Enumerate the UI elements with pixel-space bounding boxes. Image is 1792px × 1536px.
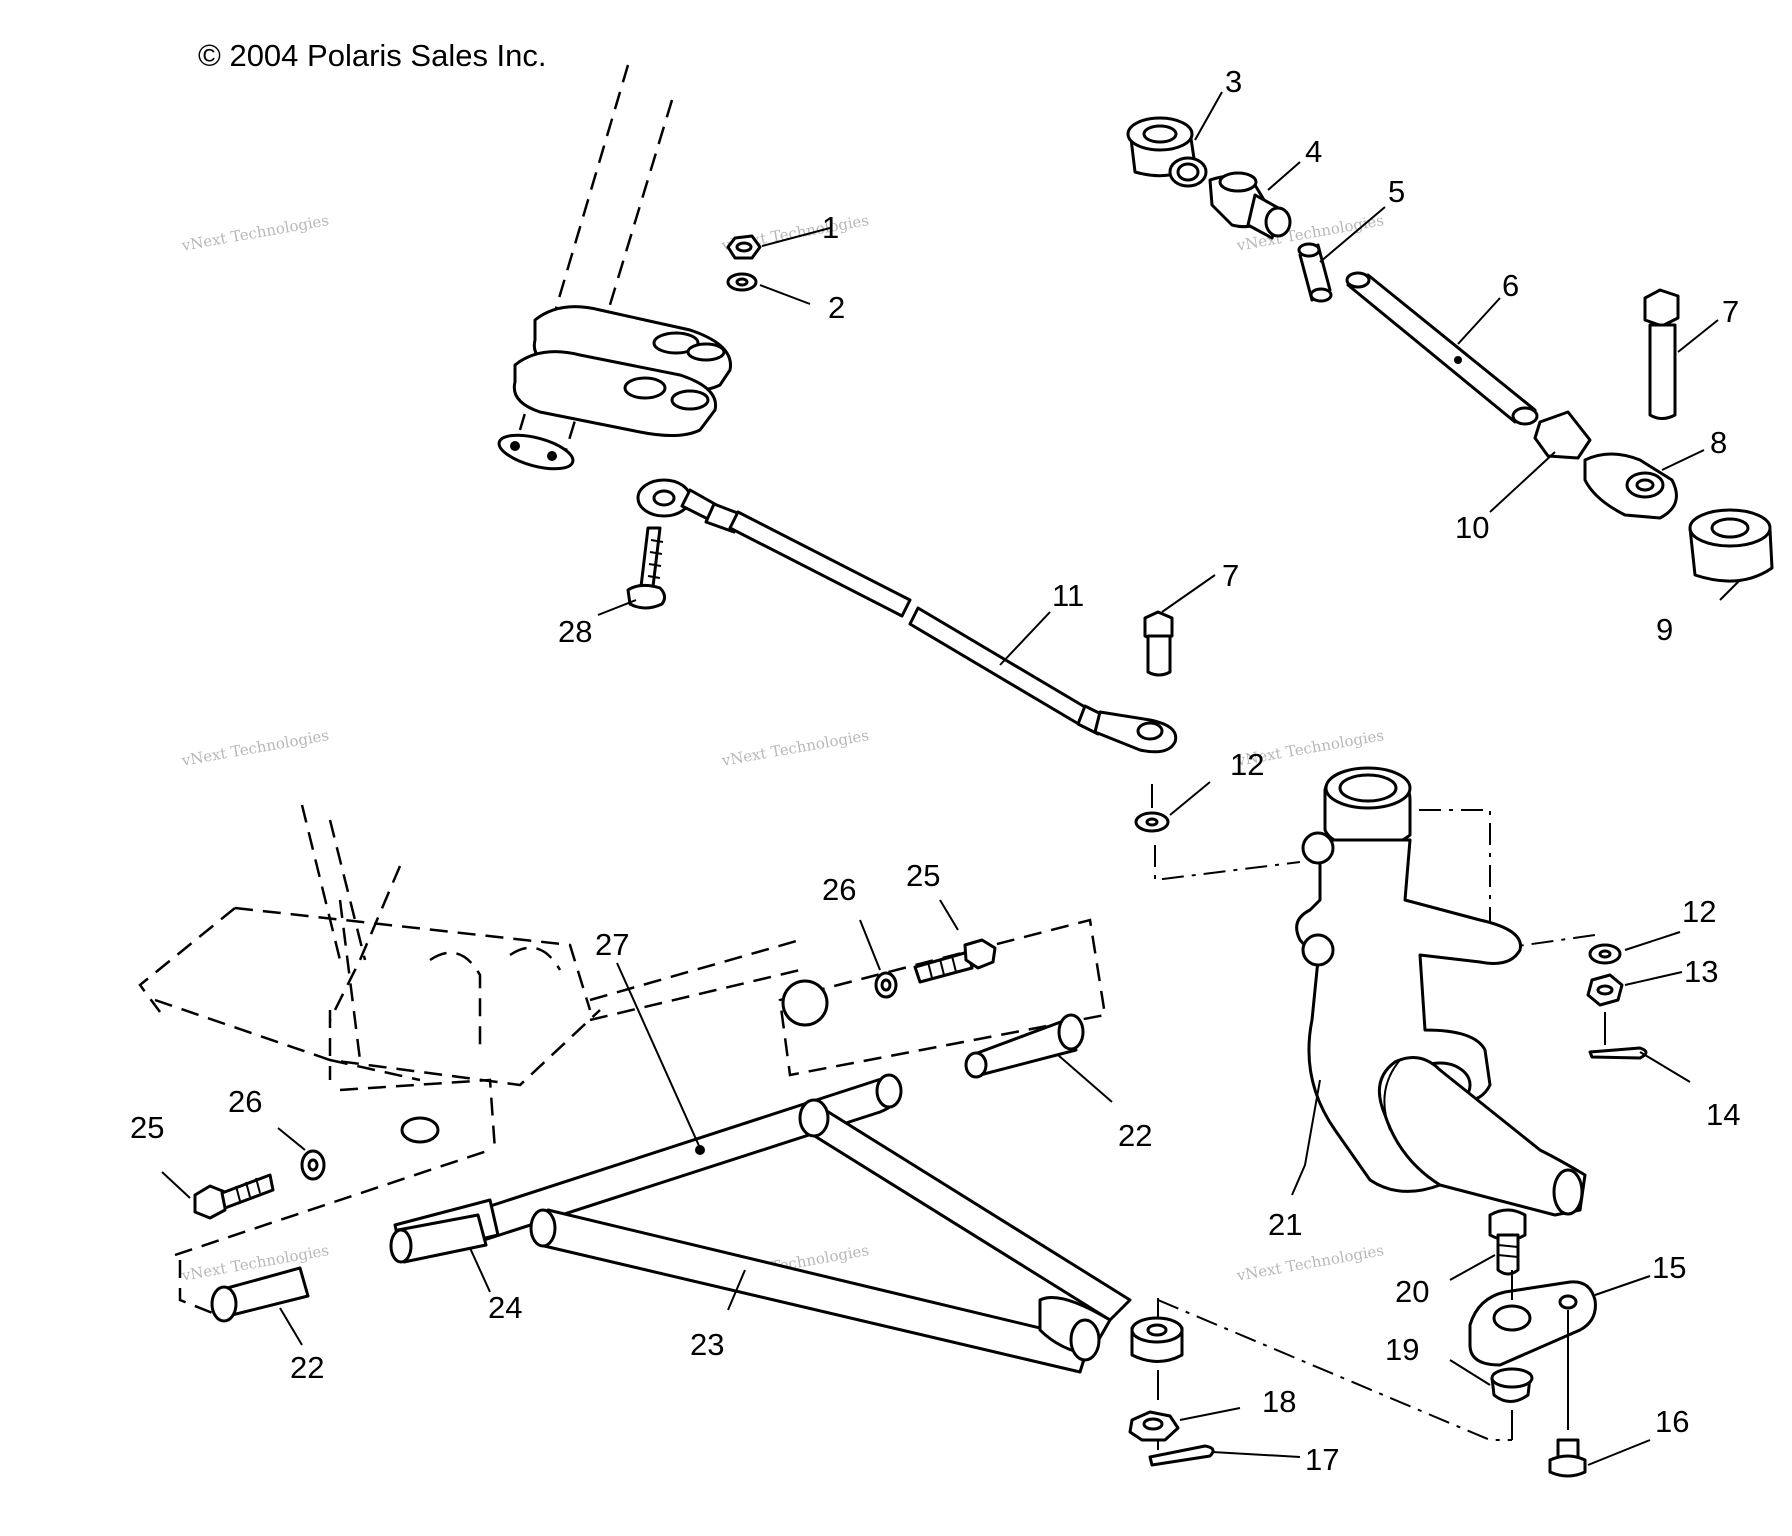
callout-4: 4	[1305, 134, 1322, 169]
callout-7-lower: 7	[1222, 558, 1239, 593]
callout-3: 3	[1225, 64, 1242, 99]
bushing-22-left	[210, 1266, 310, 1323]
bolt-16	[1548, 1438, 1587, 1478]
callout-13: 13	[1684, 954, 1718, 989]
callout-12-upper: 12	[1230, 747, 1264, 782]
bolt-25-left	[193, 1173, 275, 1220]
washer-26-right	[874, 971, 898, 999]
callout-23: 23	[690, 1327, 724, 1362]
callout-2: 2	[828, 290, 845, 325]
callout-15: 15	[1652, 1250, 1686, 1285]
rod-end-8	[1583, 452, 1678, 520]
callout-16: 16	[1655, 1404, 1689, 1439]
cotter-pin-17	[1148, 1440, 1215, 1467]
spacer-5	[1297, 242, 1333, 303]
shaft-6	[1345, 271, 1539, 426]
bushing-24	[389, 1213, 488, 1264]
washer-26-left	[300, 1149, 326, 1181]
cotter-pin-14	[1588, 1012, 1648, 1060]
stud-bushing-lower	[1130, 1298, 1512, 1441]
callout-9: 9	[1656, 612, 1673, 647]
bushing-22-right	[964, 1013, 1085, 1079]
washer-2	[726, 272, 758, 292]
watermark-text: vNext Technologies	[179, 726, 330, 770]
callout-10: 10	[1455, 510, 1489, 545]
callout-27: 27	[595, 927, 629, 962]
callout-28: 28	[558, 614, 592, 649]
callout-5: 5	[1388, 174, 1405, 209]
watermark-text: vNext Technologies	[179, 211, 330, 255]
callout-1: 1	[822, 210, 839, 245]
callout-8: 8	[1710, 425, 1727, 460]
bolt-7-upper	[1643, 288, 1680, 420]
callout-labels: 1 2 3 4 5 6 7 7 8 9 10 11 12 12 13 14 15…	[130, 64, 1740, 1477]
callout-12-right: 12	[1682, 894, 1716, 929]
ball-joint-19	[1490, 1367, 1534, 1440]
callout-25-right: 25	[906, 858, 940, 893]
callout-25-left: 25	[130, 1110, 164, 1145]
callout-26-left: 26	[228, 1084, 262, 1119]
frame-outline	[138, 804, 1107, 1322]
watermark-text: vNext Technologies	[719, 726, 870, 770]
leader-lines	[161, 91, 1741, 1466]
tie-rod-11	[636, 478, 1178, 754]
watermark-text: vNext Technologies	[1234, 1241, 1385, 1285]
callout-6: 6	[1502, 268, 1519, 303]
nut-13	[1586, 973, 1624, 1007]
callout-14: 14	[1706, 1097, 1740, 1132]
nut-1	[726, 234, 762, 260]
callout-19: 19	[1385, 1332, 1419, 1367]
watermark-text: vNext Technologies	[179, 1241, 330, 1285]
rod-end-4	[1208, 171, 1292, 240]
callout-11: 11	[1052, 578, 1084, 613]
callout-22-right: 22	[1118, 1118, 1152, 1153]
callout-20: 20	[1395, 1274, 1429, 1309]
callout-18: 18	[1262, 1384, 1296, 1419]
copyright-text: © 2004 Polaris Sales Inc.	[198, 38, 547, 73]
bolt-28	[626, 526, 667, 610]
callout-22-left: 22	[290, 1350, 324, 1385]
callout-26-right: 26	[822, 872, 856, 907]
washer-12-upper	[1134, 784, 1170, 833]
callout-24: 24	[488, 1290, 522, 1325]
plate-15	[1468, 1270, 1597, 1430]
a-arm-23	[393, 1073, 1132, 1374]
steering-clamp	[512, 305, 732, 437]
bolt-25-right	[913, 938, 997, 984]
callout-17: 17	[1305, 1442, 1339, 1477]
nut-18	[1128, 1410, 1180, 1442]
spindle-21	[1154, 766, 1596, 1217]
washer-12-right	[1588, 943, 1622, 965]
callout-7-upper: 7	[1722, 294, 1739, 329]
bushing-3	[1126, 116, 1208, 188]
bolt-7-lower	[1143, 610, 1174, 677]
bolt-20	[1488, 1208, 1527, 1276]
bushing-9	[1688, 508, 1774, 583]
spacer-10	[1533, 410, 1592, 460]
callout-21: 21	[1268, 1207, 1302, 1242]
